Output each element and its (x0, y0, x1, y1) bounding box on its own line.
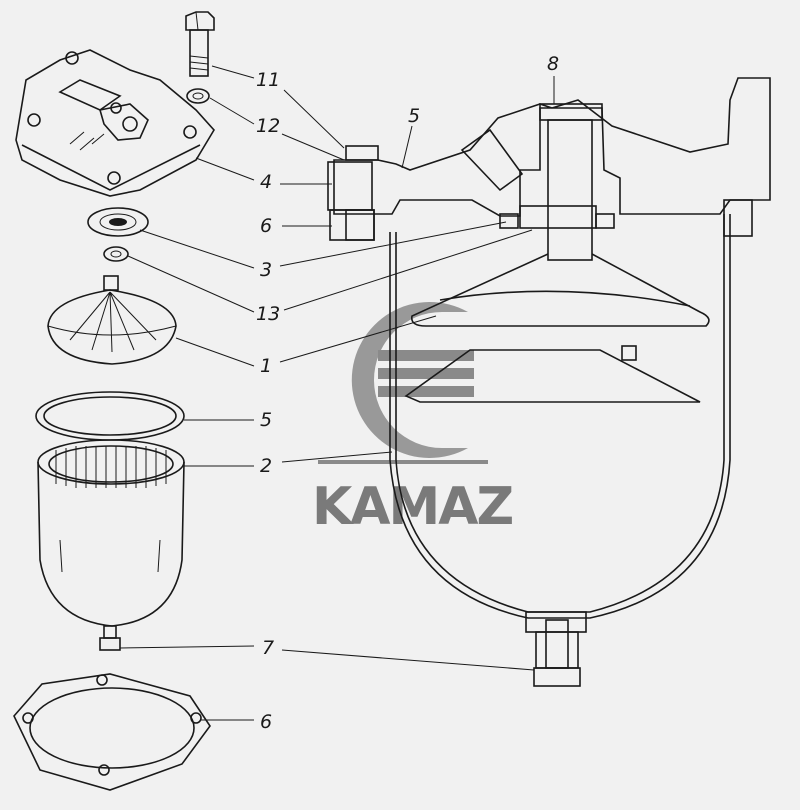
baffle-section (404, 345, 701, 403)
reflector-1 (47, 275, 177, 365)
callout-4: 4 (260, 171, 272, 193)
callout-7: 7 (262, 637, 274, 659)
washer-13 (103, 246, 129, 262)
filter-head-section (327, 77, 771, 261)
callout-6-flange: 6 (260, 711, 272, 733)
callout-6: 6 (260, 215, 272, 237)
seal-ring-3 (87, 207, 149, 237)
leader-lines (119, 65, 555, 721)
washer-12 (186, 88, 210, 104)
reflector-section (410, 253, 710, 327)
bowl-section (389, 214, 731, 619)
callout-8: 8 (547, 53, 559, 75)
callout-5: 5 (260, 409, 272, 431)
callout-5-section: 5 (408, 105, 420, 127)
drain-plug-7-section (525, 611, 587, 687)
filter-cover-4 (15, 49, 215, 197)
callout-11: 11 (256, 69, 280, 91)
callout-3: 3 (260, 259, 272, 281)
bolt-11 (185, 11, 215, 77)
filter-housing-2 (37, 439, 185, 627)
drain-plug-7-left (99, 625, 121, 651)
seal-ring-5 (35, 391, 185, 441)
callout-1: 1 (260, 355, 272, 377)
kamaz-logo (318, 302, 488, 464)
callout-13: 13 (256, 303, 280, 325)
callout-2: 2 (260, 455, 272, 477)
callout-12: 12 (256, 115, 280, 137)
mounting-flange-6 (13, 673, 211, 791)
